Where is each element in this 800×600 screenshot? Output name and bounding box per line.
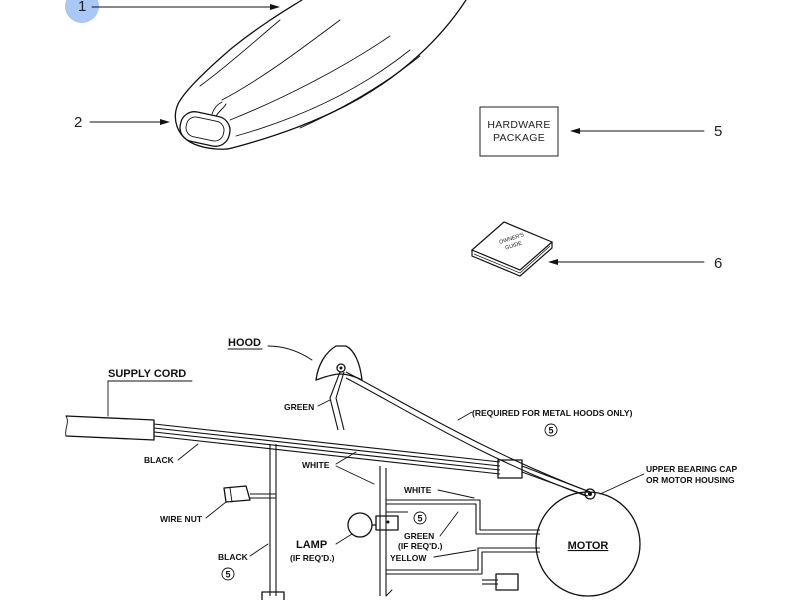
- white-center-label: WHITE: [302, 460, 330, 470]
- white-right-label: WHITE: [404, 485, 432, 495]
- upper-bearing-label-2: OR MOTOR HOUSING: [646, 475, 735, 485]
- wire-nut-label: WIRE NUT: [160, 514, 203, 524]
- callout-5: 5: [570, 123, 722, 140]
- hood-label: HOOD: [228, 337, 261, 349]
- circle-ref-bottom: 5: [226, 570, 231, 580]
- callout-5-number: 5: [714, 123, 722, 140]
- motor: MOTOR: [535, 488, 641, 597]
- callout-2-number: 2: [74, 114, 82, 131]
- wiring-diagram: HOOD SUPPLY CORD GREEN (REQUIRED FOR MET…: [65, 337, 737, 600]
- green-top-label: GREEN: [284, 402, 314, 412]
- bag-illustration: [174, 0, 467, 150]
- owners-guide-line2: GUIDE: [504, 240, 523, 251]
- black-top-label: BLACK: [144, 455, 175, 465]
- callout-1-number: 1: [78, 0, 86, 15]
- callout-6-number: 6: [714, 255, 722, 272]
- supply-cord-label: SUPPLY CORD: [108, 368, 186, 380]
- motor-label: MOTOR: [568, 540, 609, 552]
- hardware-package-line1: HARDWARE: [487, 119, 550, 131]
- wire-nut: [223, 485, 251, 503]
- circle-ref-top: 5: [549, 426, 554, 436]
- callout-1-highlight: [65, 0, 99, 23]
- hardware-package-line2: PACKAGE: [493, 132, 545, 144]
- lamp-label: LAMP: [296, 539, 327, 551]
- circle-ref-mid: 5: [418, 514, 423, 524]
- supply-cord: [65, 415, 501, 475]
- required-note-label: (REQUIRED FOR METAL HOODS ONLY): [472, 408, 633, 418]
- hardware-package-box: HARDWARE PACKAGE: [479, 106, 559, 157]
- callout-1-leader: [91, 4, 280, 10]
- callout-2: 2: [74, 114, 170, 131]
- upper-bearing-label-1: UPPER BEARING CAP: [646, 464, 737, 474]
- green-req-label-2: (IF REQ'D.): [398, 541, 443, 551]
- owners-guide-book: OWNER'S GUIDE: [470, 221, 554, 277]
- green-req-label-1: GREEN: [404, 531, 434, 541]
- callout-6: 6: [548, 255, 722, 272]
- lamp-note-label: (IF REQ'D.): [290, 553, 335, 563]
- callout-1[interactable]: 1: [65, 0, 99, 23]
- yellow-label: YELLOW: [390, 553, 427, 563]
- black-bottom-label: BLACK: [218, 552, 249, 562]
- lamp-fixture: [347, 512, 399, 538]
